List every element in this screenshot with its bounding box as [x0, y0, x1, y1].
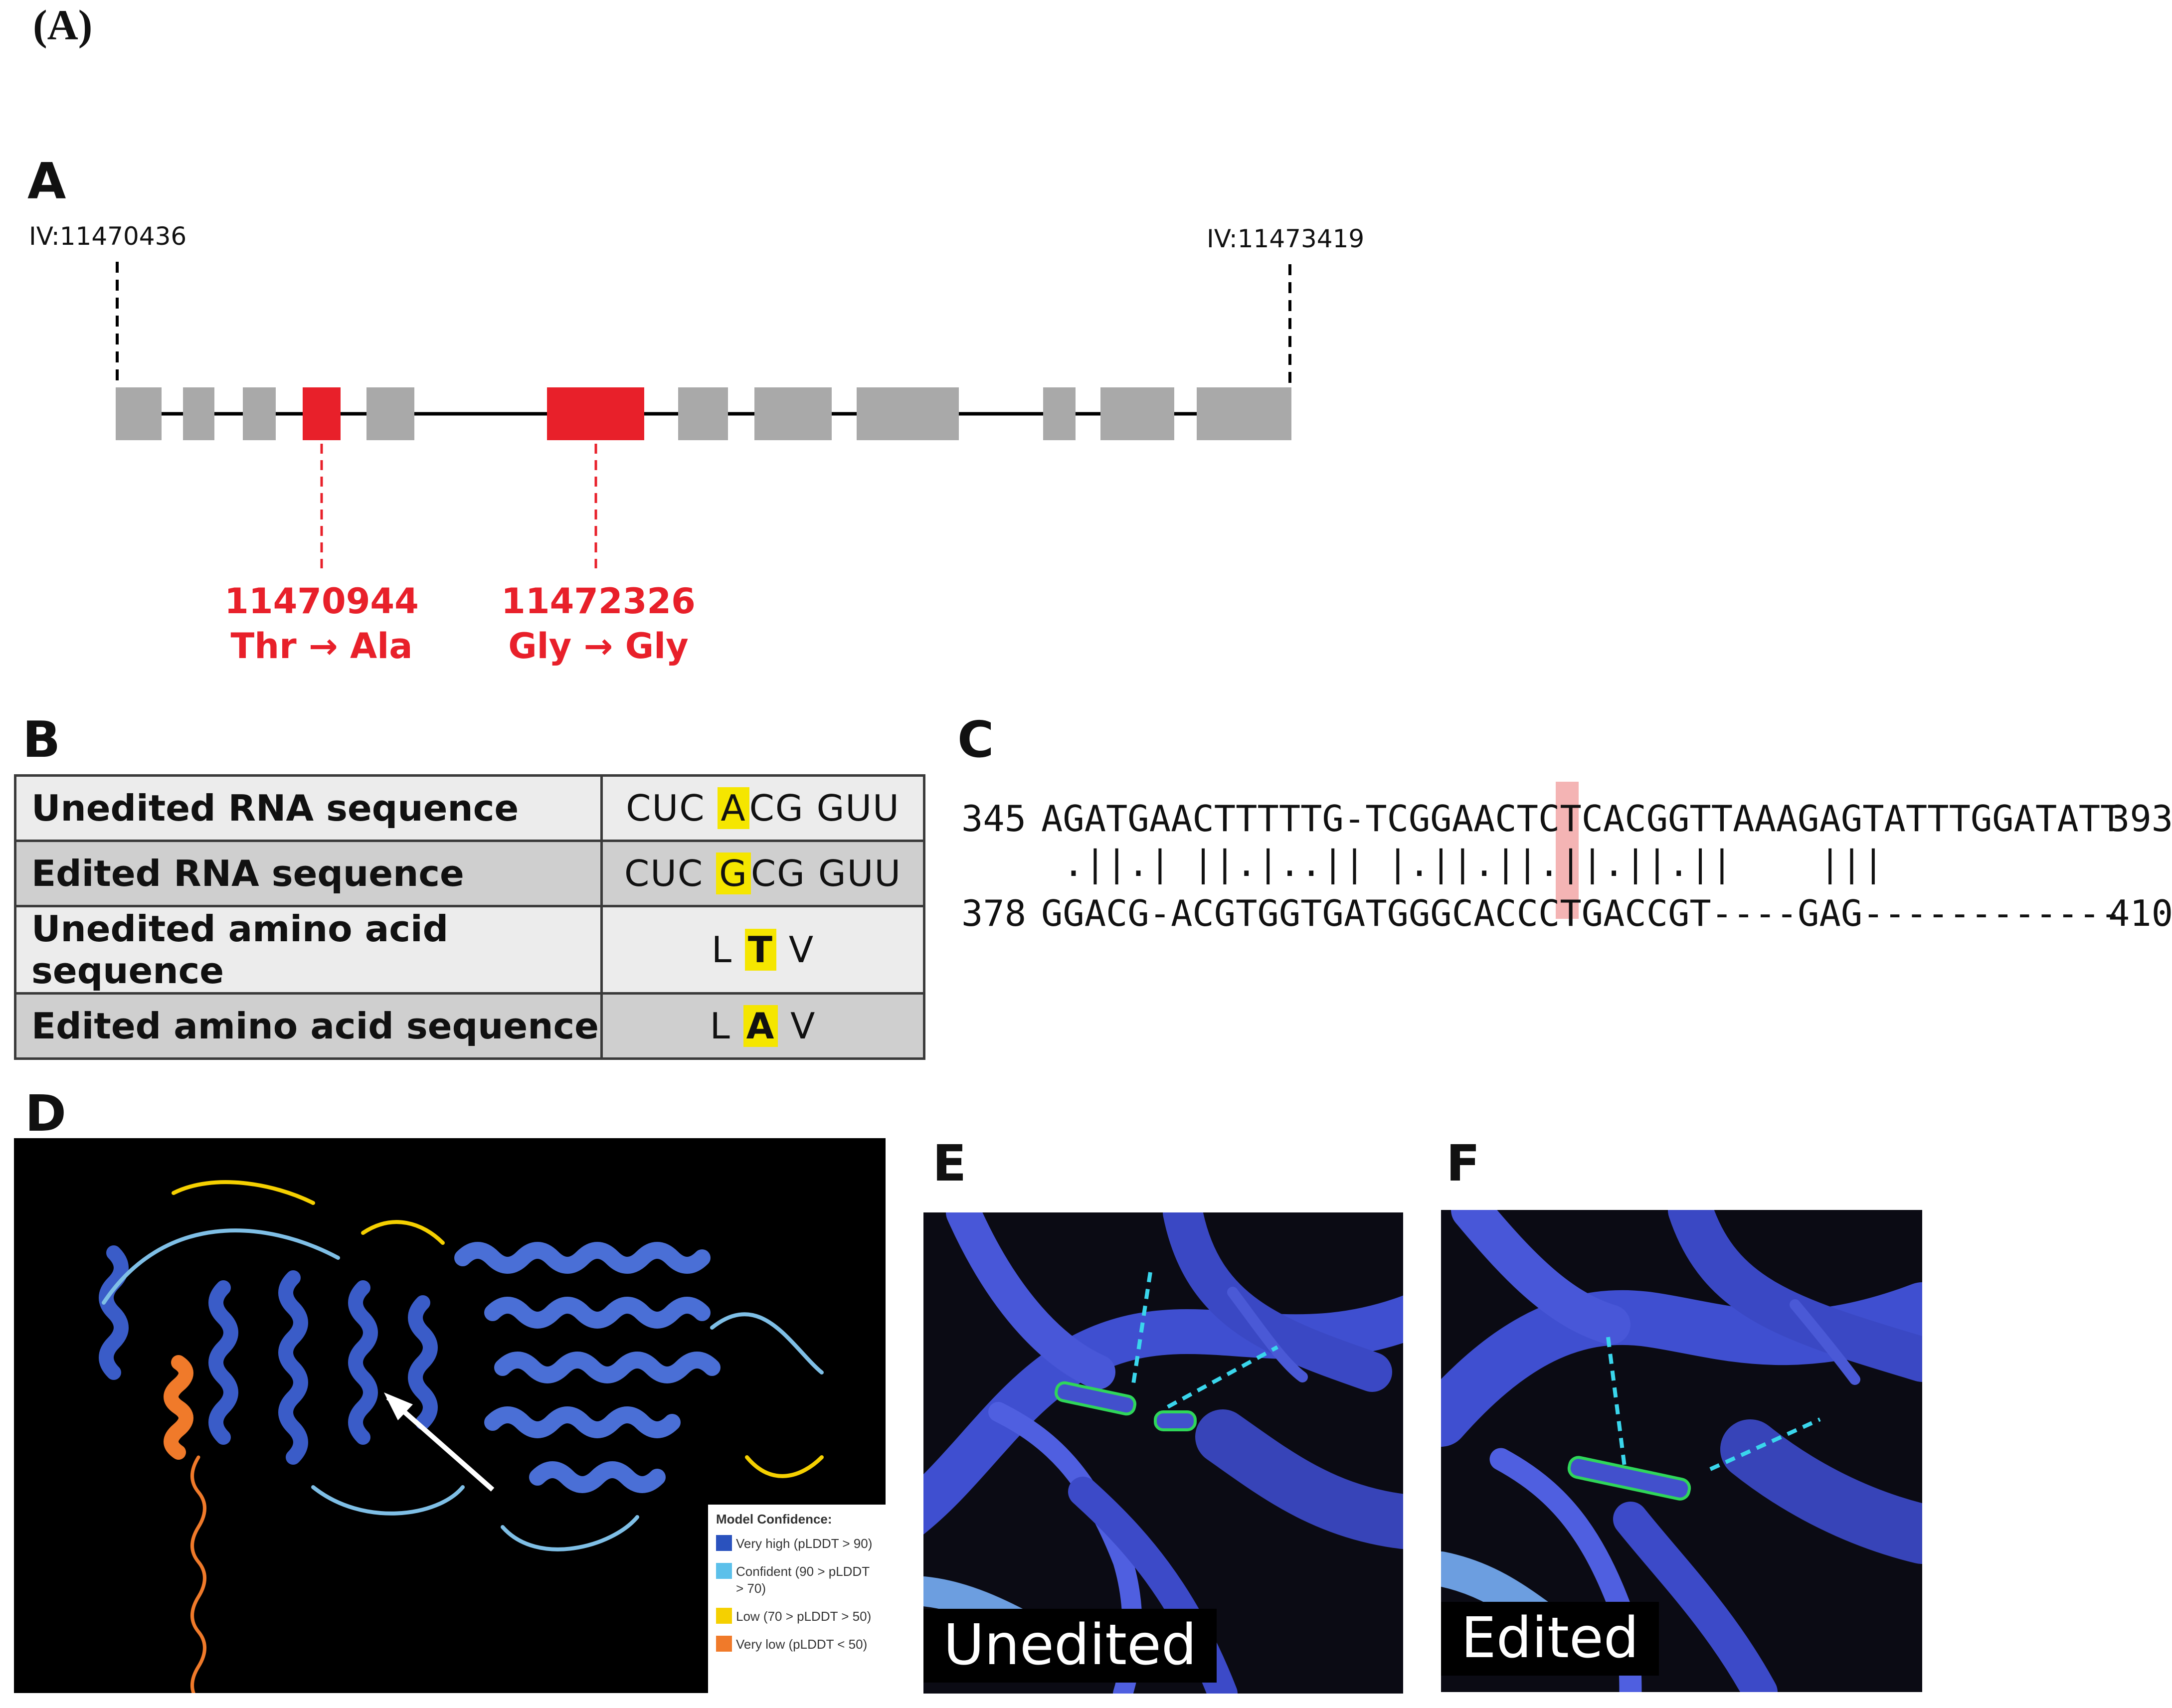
edited-closeup-image: Edited	[1441, 1210, 1922, 1692]
table-row: Unedited RNA sequence CUC ACG GUU	[14, 774, 925, 842]
row-value: L T V	[600, 905, 925, 995]
residue-outline	[1054, 1381, 1137, 1416]
legend-swatch	[716, 1563, 732, 1579]
legend-swatch	[716, 1636, 732, 1652]
table-row: Edited RNA sequence CUC GCG GUU	[14, 840, 925, 907]
panel-label-c: C	[957, 710, 994, 769]
edited-exon-2	[547, 387, 644, 440]
alignment-match-line: .||.| ||.|..|| |.||.||.||.||.|| |||	[1041, 843, 1884, 884]
alignment-bottom-end: 410	[2108, 892, 2172, 934]
edited-label: Edited	[1441, 1602, 1659, 1676]
edited-base-highlight: G	[716, 853, 751, 894]
row-value: L A V	[600, 992, 925, 1060]
legend-swatch	[716, 1535, 732, 1551]
edited-residue-highlight: T	[744, 929, 776, 971]
row-label: Edited RNA sequence	[14, 840, 603, 907]
protein-structure-image: Model Confidence: Very high (pLDDT > 90)…	[14, 1138, 886, 1693]
left-coordinate: IV:11470436	[29, 222, 187, 251]
exon	[1100, 387, 1174, 440]
legend-item: Very low (pLDDT < 50)	[716, 1636, 881, 1653]
alignment-top-sequence: AGATGAACTTTTTG-TCGGAACTCTCACGGTTAAAGAGTA…	[1041, 798, 2122, 840]
mutation-site-arrow	[386, 1395, 495, 1492]
alignment-bottom-sequence: GGACG-ACGTGGTGATGGGCACCCTGACCGT----GAG--…	[1041, 892, 2122, 934]
unedited-closeup-image: Unedited	[923, 1212, 1403, 1694]
legend-label: Confident (90 > pLDDT > 70)	[736, 1564, 870, 1596]
legend-label: Very high (pLDDT > 90)	[736, 1536, 873, 1551]
sequence-table: Unedited RNA sequence CUC ACG GUU Edited…	[14, 774, 925, 1060]
exon	[678, 387, 728, 440]
edited-residue-highlight: A	[743, 1005, 778, 1047]
edited-exon-1	[303, 387, 341, 440]
row-value: CUC GCG GUU	[600, 840, 925, 907]
edited-ribbon-art	[1441, 1210, 1922, 1692]
legend-item: Confident (90 > pLDDT > 70)	[716, 1563, 881, 1597]
edited-base-highlight: A	[718, 787, 749, 829]
edit-site-1-change: Thr → Ala	[230, 626, 413, 667]
legend-label: Very low (pLDDT < 50)	[736, 1637, 868, 1652]
unedited-ribbon-art	[923, 1212, 1403, 1694]
table-row: Edited amino acid sequence L A V	[14, 992, 925, 1060]
alignment-top-start: 345	[961, 798, 1027, 840]
exon	[1197, 387, 1291, 440]
hbond-line	[1606, 1337, 1628, 1475]
hbond-line	[1709, 1417, 1821, 1471]
exon	[243, 387, 276, 440]
panel-label-f: F	[1446, 1134, 1480, 1193]
exon	[116, 387, 162, 440]
alignment-top-end: 393	[2108, 798, 2172, 840]
exon	[183, 387, 214, 440]
legend-label: Low (70 > pLDDT > 50)	[736, 1609, 872, 1624]
edit-site-1-position: 11470944	[224, 581, 419, 622]
panel-label-e: E	[932, 1134, 967, 1193]
exon	[857, 387, 959, 440]
legend-swatch	[716, 1608, 732, 1624]
edit-site-2-position: 11472326	[501, 581, 696, 622]
exon	[366, 387, 414, 440]
residue-outline	[1567, 1456, 1691, 1501]
exon	[1043, 387, 1076, 440]
panel-label-b: B	[22, 710, 61, 769]
model-confidence-legend: Model Confidence: Very high (pLDDT > 90)…	[708, 1505, 886, 1693]
panel-label-a: A	[27, 152, 66, 210]
hbond-line	[1131, 1272, 1152, 1387]
legend-item: Very high (pLDDT > 90)	[716, 1535, 881, 1552]
row-label: Unedited RNA sequence	[14, 774, 603, 842]
table-row: Unedited amino acid sequence L T V	[14, 905, 925, 995]
legend-item: Low (70 > pLDDT > 50)	[716, 1608, 881, 1625]
row-label: Edited amino acid sequence	[14, 992, 603, 1060]
alignment-bottom-start: 378	[961, 892, 1027, 934]
row-value: CUC ACG GUU	[600, 774, 925, 842]
row-label: Unedited amino acid sequence	[14, 905, 603, 995]
hbond-line	[1167, 1345, 1278, 1409]
panel-label-d: D	[25, 1084, 67, 1143]
arrow-head	[384, 1392, 413, 1420]
right-coordinate: IV:11473419	[1207, 224, 1365, 253]
exon	[754, 387, 832, 440]
gene-model-diagram	[116, 262, 1291, 568]
edit-site-highlight	[1556, 782, 1579, 919]
residue-outline	[1154, 1410, 1197, 1431]
edit-site-2-change: Gly → Gly	[508, 626, 689, 667]
figure-caption: (A)	[33, 1, 93, 49]
unedited-label: Unedited	[923, 1609, 1217, 1683]
legend-title: Model Confidence:	[716, 1512, 832, 1527]
